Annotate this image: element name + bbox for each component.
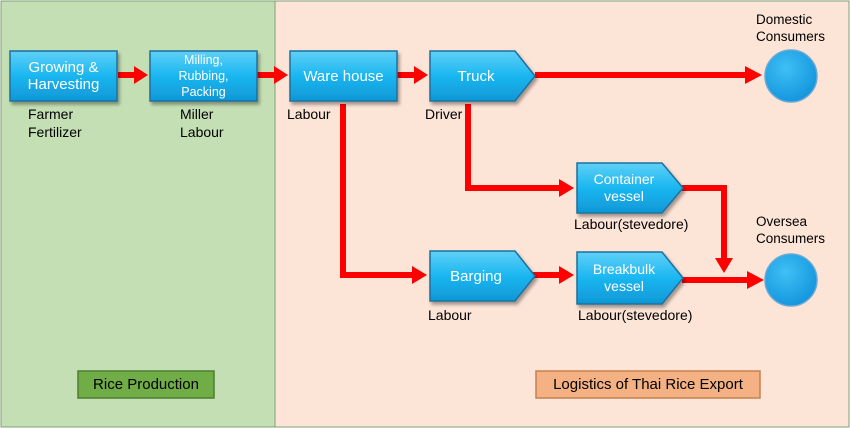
actor-farmer: Farmer [28,106,74,122]
node-container [576,162,684,214]
logistics-tag-box [535,370,761,399]
domestic-consumers-label: Domestic Consumers [756,12,826,44]
arrowhead-growing-milling [134,66,148,84]
node-milling [149,50,258,102]
node-growing [9,50,118,102]
arrow-warehouse-barging [340,272,414,278]
actor-driver: Driver [425,106,463,122]
arrowhead-breakbulk-oversea [747,271,764,289]
arrow-truck-down [465,104,471,191]
actor-miller-labour: Labour [180,124,224,140]
node-growing-label: Growing & Harvesting [27,59,100,93]
node-breakbulk [576,251,684,305]
oversea-consumers-label: Oversea Consumers [756,214,826,246]
actor-breakbulk-stevedore: Labour(stevedore) [578,307,693,323]
arrow-warehouse-down [340,104,346,278]
node-barging-label: Barging [450,267,502,285]
actor-barging-labour: Labour [428,307,472,323]
arrowhead-truck-container [559,179,574,197]
arrowhead-warehouse-truck [414,66,428,84]
logistics-section-tag: Logistics of Thai Rice Export [553,376,743,393]
arrowhead-barging-breakbulk [559,266,574,284]
node-truck [429,50,536,102]
node-breakbulk-label: Breakbulk vessel [592,261,656,294]
actor-fertilizer: Fertilizer [28,124,82,140]
node-truck-label: Truck [457,67,495,85]
arrowhead-truck-domestic [745,66,762,84]
node-warehouse-label: Ware house [303,67,384,85]
domestic-consumer-node [764,49,818,103]
arrow-container-right [682,185,727,191]
node-barging [429,250,536,302]
arrow-barging-breakbulk [533,272,561,278]
arrowhead-container-down [715,258,733,273]
node-container-label: Container vessel [593,171,655,204]
arrow-milling-warehouse [256,72,276,78]
node-milling-label: Milling, Rubbing, Packing [178,53,229,99]
actor-miller: Miller [180,106,214,122]
arrowhead-warehouse-barging [412,266,427,284]
arrow-growing-milling [118,72,136,78]
arrow-container-down [721,185,727,260]
arrow-warehouse-truck [396,72,416,78]
arrowhead-milling-warehouse [274,66,288,84]
actor-warehouse-labour: Labour [287,106,331,122]
node-warehouse [289,50,398,102]
arrow-breakbulk-oversea [682,277,749,283]
production-section-tag: Rice Production [93,376,199,393]
production-tag-box [77,370,215,399]
oversea-consumer-node [764,253,818,307]
arrow-truck-container [465,185,561,191]
arrow-truck-domestic [535,72,747,78]
actor-container-stevedore: Labour(stevedore) [574,216,689,232]
